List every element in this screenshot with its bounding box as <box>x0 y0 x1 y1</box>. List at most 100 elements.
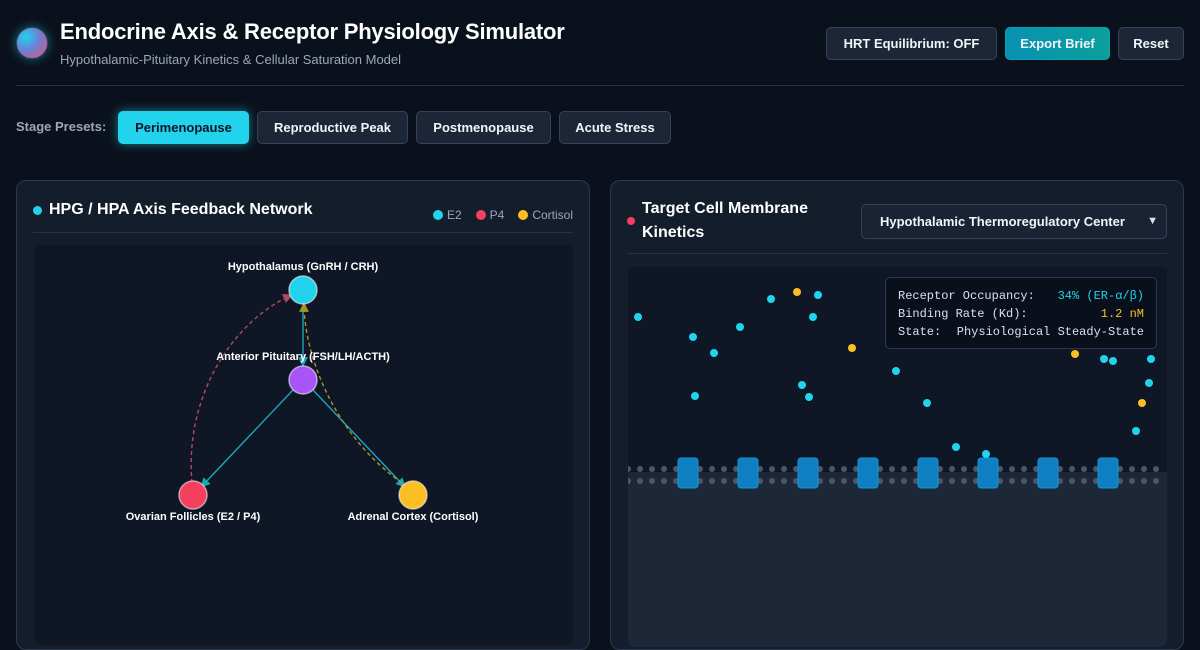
lipid-head <box>1069 478 1075 484</box>
stat-state: State: Physiological Steady-State <box>898 323 1144 341</box>
cortisol-molecule <box>793 288 801 296</box>
stage-presets-label: Stage Presets: <box>16 119 107 134</box>
lipid-head <box>1153 466 1159 472</box>
estradiol-molecule <box>1147 355 1155 363</box>
lipid-head <box>1081 478 1087 484</box>
lipid-head <box>769 478 775 484</box>
estradiol-molecule <box>952 443 960 451</box>
stat-binding: Binding Rate (Kd): 1.2 nM <box>898 305 1144 323</box>
membrane-kinetics-panel: Target Cell Membrane Kinetics Hypothalam… <box>610 180 1184 650</box>
label-hypothalamus: Hypothalamus (GnRH / CRH) <box>228 261 379 273</box>
legend-label-cortisol: Cortisol <box>532 208 573 222</box>
node-pituitary[interactable] <box>288 365 318 395</box>
estradiol-molecule <box>809 313 817 321</box>
lipid-head <box>709 466 715 472</box>
stat-state-label: State: <box>898 325 942 339</box>
estradiol-molecule <box>1109 357 1117 365</box>
cortisol-molecule <box>1071 350 1079 358</box>
stat-occupancy-label: Receptor Occupancy: <box>898 289 1035 303</box>
estradiol-molecule <box>892 367 900 375</box>
lipid-head <box>1153 478 1159 484</box>
lipid-head <box>721 478 727 484</box>
feedback-network-graph[interactable]: Hypothalamus (GnRH / CRH) Anterior Pitui… <box>34 245 573 645</box>
lipid-head <box>661 466 667 472</box>
lipid-head <box>1129 466 1135 472</box>
estradiol-molecule <box>798 381 806 389</box>
membrane-simulation[interactable]: Receptor Occupancy: 34% (ER-α/β) Binding… <box>628 267 1167 647</box>
cortisol-molecule <box>1138 399 1146 407</box>
app-header: Endocrine Axis & Receptor Physiology Sim… <box>16 14 1184 86</box>
chevron-down-icon: ▼ <box>1147 215 1158 227</box>
receptor <box>677 457 699 489</box>
estradiol-molecule <box>689 333 697 341</box>
lipid-head <box>649 466 655 472</box>
membrane-svg <box>628 288 1167 647</box>
app-logo <box>16 27 48 59</box>
lipid-head <box>1141 478 1147 484</box>
node-ovarian[interactable] <box>178 480 208 510</box>
app-subtitle: Hypothalamic-Pituitary Kinetics & Cellul… <box>60 52 402 67</box>
legend-item-e2: E2 <box>432 208 462 222</box>
lipid-head <box>1069 466 1075 472</box>
tissue-select[interactable]: Hypothalamic Thermoregulatory Center ▼ <box>861 204 1167 239</box>
lipid-head <box>1009 478 1015 484</box>
preset-postmenopause[interactable]: Postmenopause <box>416 111 551 144</box>
edge-ovarian-feedback <box>190 293 293 484</box>
lipid-head <box>781 466 787 472</box>
lipid-head <box>961 466 967 472</box>
estradiol-molecule <box>1145 379 1153 387</box>
lipid-head <box>1021 478 1027 484</box>
lipid-head <box>901 466 907 472</box>
lipid-head <box>661 478 667 484</box>
membrane-kinetics-header: Target Cell Membrane Kinetics Hypothalam… <box>627 181 1167 254</box>
export-brief-button[interactable]: Export Brief <box>1005 27 1110 60</box>
receptor <box>1097 457 1119 489</box>
membrane-kinetics-title: Target Cell Membrane Kinetics <box>642 200 808 241</box>
estradiol-molecule <box>710 349 718 357</box>
estradiol-molecule <box>923 399 931 407</box>
edge-adrenal-feedback <box>299 302 403 484</box>
receptor <box>977 457 999 489</box>
legend-item-p4: P4 <box>475 208 504 222</box>
receptor <box>737 457 759 489</box>
preset-perimenopause[interactable]: Perimenopause <box>118 111 249 144</box>
stat-occupancy-value: 34% (ER-α/β) <box>1057 289 1144 303</box>
lipid-head <box>1141 466 1147 472</box>
stat-state-value: Physiological Steady-State <box>956 325 1144 339</box>
estradiol-molecule <box>767 295 775 303</box>
feedback-network-svg: Hypothalamus (GnRH / CRH) Anterior Pitui… <box>126 261 479 523</box>
preset-acute-stress[interactable]: Acute Stress <box>559 111 671 144</box>
legend-swatch-e2 <box>432 210 443 220</box>
lipid-head <box>781 478 787 484</box>
legend-item-cortisol: Cortisol <box>518 208 573 222</box>
panel-status-dot <box>33 206 42 215</box>
stage-presets: Stage Presets: Perimenopause Reproductiv… <box>16 111 716 144</box>
stat-binding-label: Binding Rate (Kd): <box>898 307 1028 321</box>
lipid-head <box>649 478 655 484</box>
lipid-head <box>769 466 775 472</box>
stat-binding-value: 1.2 nM <box>1100 307 1144 321</box>
lipid-head <box>901 478 907 484</box>
lipid-head <box>889 466 895 472</box>
panel-status-dot <box>627 217 635 225</box>
preset-reproductive-peak[interactable]: Reproductive Peak <box>257 111 408 144</box>
node-hypothalamus[interactable] <box>288 275 318 305</box>
lipid-head <box>961 478 967 484</box>
hormone-molecules <box>634 288 1155 458</box>
reset-button[interactable]: Reset <box>1118 27 1184 60</box>
receptor <box>1037 457 1059 489</box>
lipid-head <box>949 478 955 484</box>
lipid-head <box>1081 466 1087 472</box>
app-title: Endocrine Axis & Receptor Physiology Sim… <box>60 19 565 44</box>
stat-occupancy: Receptor Occupancy: 34% (ER-α/β) <box>898 287 1144 305</box>
lipid-head <box>889 478 895 484</box>
lipid-head <box>829 478 835 484</box>
legend-swatch-cortisol <box>518 210 529 220</box>
feedback-network-header: HPG / HPA Axis Feedback Network E2 P4 Co… <box>33 181 573 233</box>
hormone-legend: E2 P4 Cortisol <box>432 208 573 222</box>
lipid-head <box>637 478 643 484</box>
hrt-equilibrium-toggle[interactable]: HRT Equilibrium: OFF <box>826 27 997 60</box>
feedback-network-panel: HPG / HPA Axis Feedback Network E2 P4 Co… <box>16 180 590 650</box>
lipid-head <box>949 466 955 472</box>
node-adrenal[interactable] <box>398 480 428 510</box>
